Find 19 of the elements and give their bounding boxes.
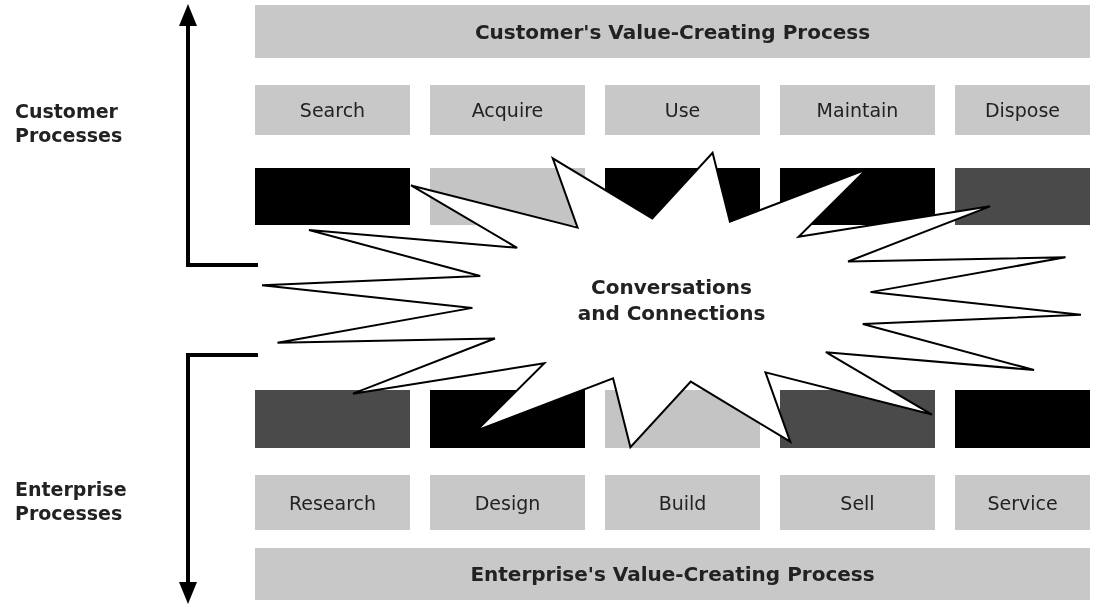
starburst-text: Conversations and Connections bbox=[576, 274, 767, 326]
process-box: Use bbox=[605, 85, 760, 135]
shaded-block bbox=[255, 168, 410, 225]
shaded-block bbox=[955, 390, 1090, 448]
process-box: Service bbox=[955, 475, 1090, 530]
process-band: Enterprise's Value-Creating Process bbox=[255, 548, 1090, 600]
process-box: Build bbox=[605, 475, 760, 530]
process-box: Acquire bbox=[430, 85, 585, 135]
shaded-block bbox=[255, 390, 410, 448]
process-box: Dispose bbox=[955, 85, 1090, 135]
side-label: Customer Processes bbox=[15, 100, 124, 148]
process-box: Search bbox=[255, 85, 410, 135]
shaded-block bbox=[955, 168, 1090, 225]
side-label: Enterprise Processes bbox=[15, 478, 128, 526]
process-band: Customer's Value-Creating Process bbox=[255, 5, 1090, 58]
process-box: Maintain bbox=[780, 85, 935, 135]
process-box: Design bbox=[430, 475, 585, 530]
process-box: Sell bbox=[780, 475, 935, 530]
process-box: Research bbox=[255, 475, 410, 530]
